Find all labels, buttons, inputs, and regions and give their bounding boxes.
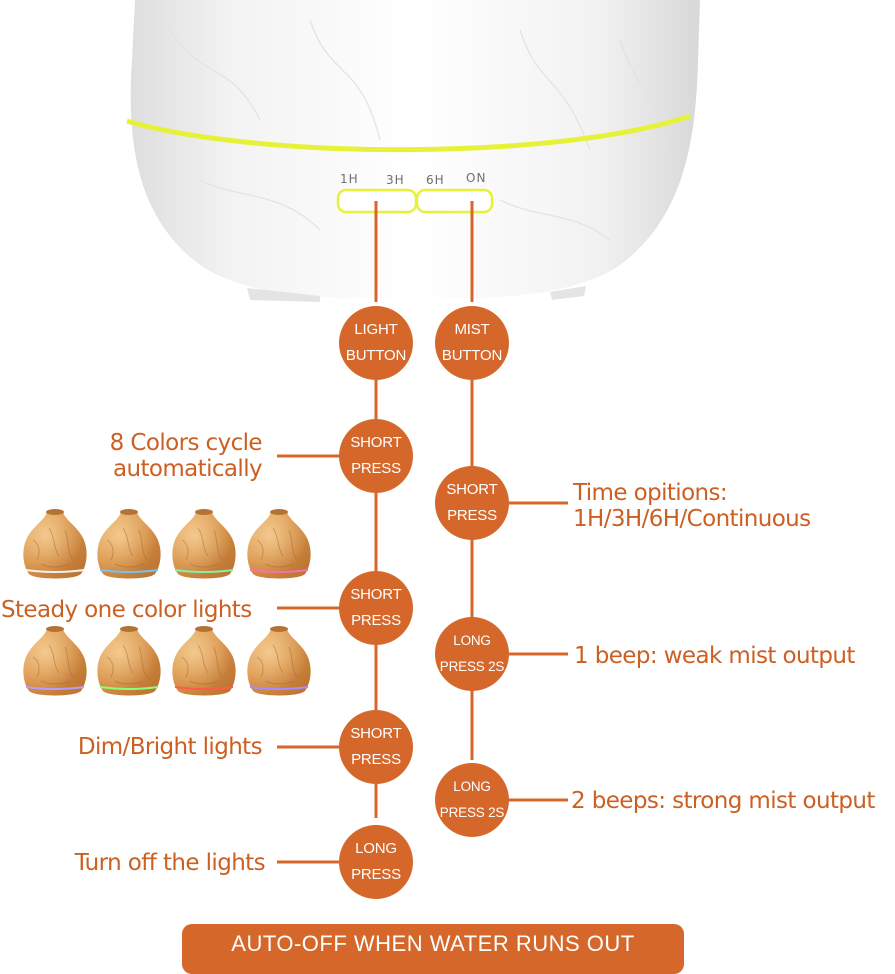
sample-diffuser (171, 625, 237, 696)
sample-glow (99, 686, 159, 690)
node-line: SHORT (350, 725, 402, 742)
node-line: PRESS (447, 507, 497, 524)
mist-button-node: MIST BUTTON (435, 306, 509, 380)
sample-diffuser (22, 508, 88, 579)
description-line: Turn off the lights (74, 850, 266, 876)
node-line: SHORT (446, 481, 498, 498)
node-line: LONG (453, 633, 491, 648)
mist-step-3-description: 2 beeps: strong mist output (571, 788, 875, 814)
sample-glow (25, 569, 85, 573)
light-step-1-description: 8 Colors cycle automatically (109, 430, 263, 482)
timer-label-3h: 3H (386, 173, 405, 187)
node-line: PRESS (351, 612, 401, 629)
mist-step-1-node: SHORT PRESS (435, 466, 509, 540)
mist-step-1-description: Time opitions: 1H/3H/6H/Continuous (573, 480, 811, 532)
timer-label-on: ON (466, 171, 486, 185)
description-line: Steady one color lights (1, 597, 252, 623)
light-step-3-description: Dim/Bright lights (77, 734, 263, 760)
sample-diffuser (22, 625, 88, 696)
node-line: SHORT (350, 586, 402, 603)
description-line: 1H/3H/6H/Continuous (573, 506, 811, 532)
sample-diffuser (246, 625, 312, 696)
node-line: BUTTON (345, 347, 407, 364)
description-line: 8 Colors cycle (109, 430, 263, 456)
node-line: LONG (355, 840, 397, 857)
sample-diffuser (246, 508, 312, 579)
description-line: automatically (113, 456, 263, 482)
light-step-4-description: Turn off the lights (74, 850, 266, 876)
light-step-2-node: SHORT PRESS (339, 571, 413, 645)
sample-glow (174, 686, 234, 690)
description-line: 2 beeps: strong mist output (571, 788, 875, 814)
sample-glow (249, 686, 309, 690)
sample-diffuser (96, 508, 162, 579)
mist-step-2-description: 1 beep: weak mist output (574, 643, 855, 669)
mist-button-key[interactable] (415, 188, 494, 214)
timer-label-6h: 6H (426, 173, 445, 187)
banner-text: AUTO-OFF WHEN WATER RUNS OUT (231, 931, 635, 956)
glow-ring (126, 113, 691, 153)
sample-diffuser (171, 508, 237, 579)
light-step-3-node: SHORT PRESS (339, 710, 413, 784)
node-line: PRESS 2S (439, 805, 505, 820)
node-line: LIGHT (354, 321, 398, 338)
light-step-2-description: Steady one color lights (1, 597, 252, 623)
timer-label-1h: 1H (340, 172, 359, 186)
sample-diffuser (96, 625, 162, 696)
light-button-node: LIGHT BUTTON (339, 306, 413, 380)
sample-glow (174, 569, 234, 573)
node-line: PRESS (351, 751, 401, 768)
node-line: SHORT (350, 434, 402, 451)
node-line: BUTTON (441, 347, 503, 364)
sample-glow (25, 686, 85, 690)
sample-glow (99, 569, 159, 573)
auto-off-banner: AUTO-OFF WHEN WATER RUNS OUT (182, 924, 684, 974)
light-step-4-node: LONG PRESS (339, 825, 413, 899)
description-line: Dim/Bright lights (77, 734, 263, 760)
mist-step-2-node: LONG PRESS 2S (435, 617, 509, 691)
color-samples (22, 508, 312, 696)
sample-glow (249, 569, 309, 573)
node-line: MIST (454, 321, 490, 338)
diffuser-body (126, 0, 701, 302)
light-step-1-node: SHORT PRESS (339, 419, 413, 493)
node-line: PRESS (351, 460, 401, 477)
mist-step-3-node: LONG PRESS 2S (435, 763, 509, 837)
node-line: PRESS 2S (439, 659, 505, 674)
description-line: 1 beep: weak mist output (574, 643, 855, 669)
description-line: Time opitions: (573, 480, 728, 506)
node-line: PRESS (351, 866, 401, 883)
node-line: LONG (453, 779, 491, 794)
control-panel: 1H 3H 6H ON (336, 171, 494, 214)
connector-lines (277, 201, 568, 864)
